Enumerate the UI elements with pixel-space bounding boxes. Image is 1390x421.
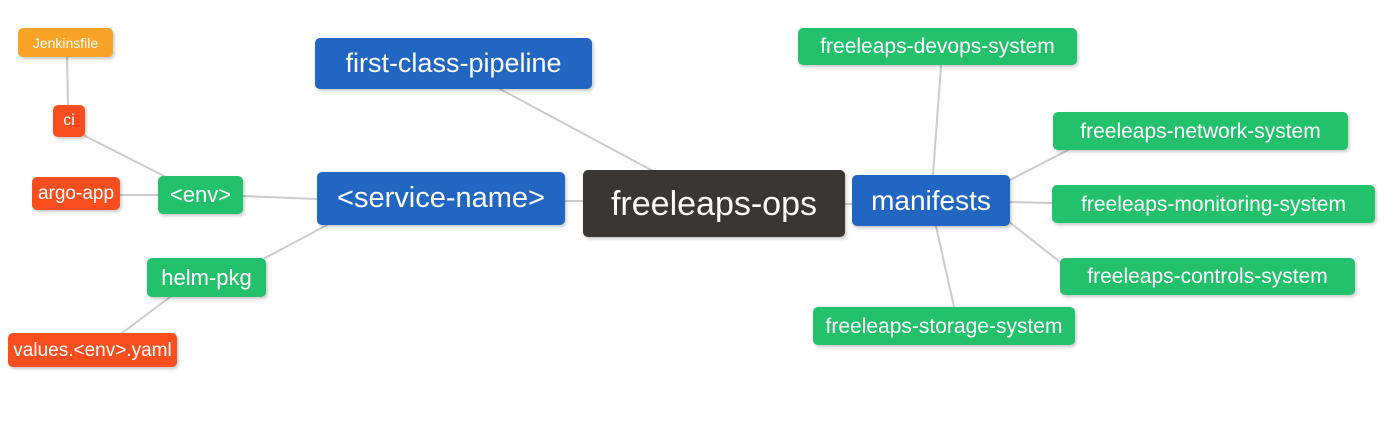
node-freeleaps-storage-system[interactable]: freeleaps-storage-system	[813, 307, 1075, 345]
node-helm-pkg[interactable]: helm-pkg	[147, 258, 266, 297]
node-freeleaps-devops-system[interactable]: freeleaps-devops-system	[798, 28, 1077, 65]
node-argo-app[interactable]: argo-app	[32, 177, 120, 210]
node-env[interactable]: <env>	[158, 176, 243, 214]
node-manifests[interactable]: manifests	[852, 175, 1010, 226]
node-first-class-pipeline[interactable]: first-class-pipeline	[315, 38, 592, 89]
edge-manifests-to-freeleaps-devops-system	[932, 65, 942, 176]
edge-first-class-pipeline-to-freeleaps-ops	[499, 88, 654, 172]
node-jenkinsfile[interactable]: Jenkinsfile	[18, 28, 113, 57]
node-service-name[interactable]: <service-name>	[317, 172, 565, 225]
node-freeleaps-network-system[interactable]: freeleaps-network-system	[1053, 112, 1348, 150]
node-freeleaps-controls-system[interactable]: freeleaps-controls-system	[1060, 258, 1355, 295]
edge-manifests-to-freeleaps-storage-system	[935, 225, 955, 308]
node-ci[interactable]: ci	[53, 105, 85, 137]
node-freeleaps-ops[interactable]: freeleaps-ops	[583, 170, 845, 237]
edge-helm-pkg-to-service-name	[264, 224, 328, 259]
node-freeleaps-monitoring-system[interactable]: freeleaps-monitoring-system	[1052, 185, 1375, 223]
edge-env-to-service-name	[242, 195, 318, 200]
edge-manifests-to-freeleaps-network-system	[1007, 149, 1069, 182]
edge-jenkinsfile-to-ci	[66, 56, 69, 106]
edge-manifests-to-freeleaps-controls-system	[1007, 220, 1061, 263]
edge-values-env-yaml-to-helm-pkg	[121, 296, 171, 334]
edge-ci-to-env	[84, 135, 167, 178]
edge-manifests-to-freeleaps-monitoring-system	[1009, 201, 1053, 204]
node-values-env-yaml[interactable]: values.<env>.yaml	[8, 333, 177, 367]
